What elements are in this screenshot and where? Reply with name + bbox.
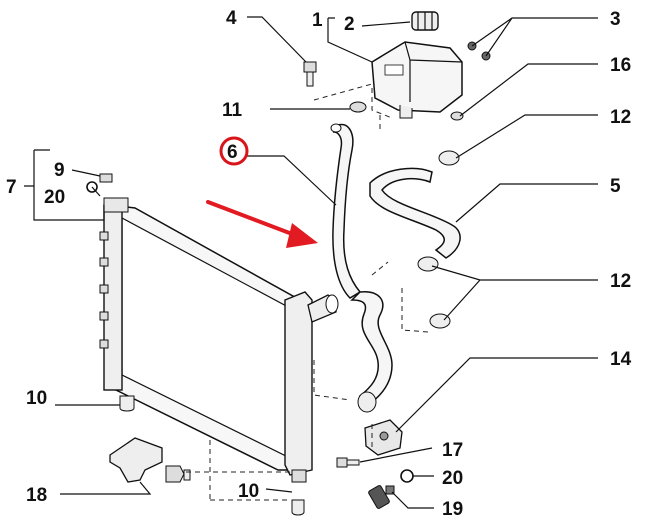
bracket-14 <box>364 419 403 456</box>
clip-11 <box>349 101 367 113</box>
mount-10-bottom <box>291 499 305 516</box>
washer-20-lower <box>400 469 414 483</box>
label-6: 6 <box>227 142 238 163</box>
mount-10-left <box>119 395 135 412</box>
label-19: 19 <box>442 499 463 520</box>
plug-19 <box>368 485 395 509</box>
radiator <box>99 197 339 483</box>
highlight-ring <box>219 136 249 166</box>
label-7: 7 <box>6 177 17 198</box>
label-11: 11 <box>222 100 243 121</box>
label-10-bottom: 10 <box>238 481 259 502</box>
label-16: 16 <box>610 55 631 76</box>
nuts-3 <box>467 41 491 61</box>
red-pointer-arrow-icon <box>206 200 318 248</box>
tank-cap <box>411 11 439 31</box>
label-9: 9 <box>54 160 65 181</box>
label-2: 2 <box>344 14 355 35</box>
clamp-12-lower <box>429 313 451 329</box>
label-3: 3 <box>610 9 621 30</box>
label-14: 14 <box>610 349 632 370</box>
label-12-upper: 12 <box>610 107 631 128</box>
label-10-left: 10 <box>26 388 47 409</box>
clip-16 <box>450 111 464 121</box>
label-20-upper: 20 <box>44 187 65 208</box>
callout-labels: 1 2 3 4 5 6 7 9 20 10 10 11 12 12 14 16 … <box>6 8 632 520</box>
expansion-tank <box>371 41 463 119</box>
label-5: 5 <box>610 176 621 197</box>
label-20-lower: 20 <box>442 468 463 489</box>
label-18: 18 <box>26 485 47 506</box>
label-17: 17 <box>442 440 463 461</box>
bleed-screw-9 <box>99 173 113 183</box>
label-1: 1 <box>312 10 323 31</box>
dashed-guides <box>186 83 429 501</box>
clamp-12-upper <box>438 150 460 166</box>
leader-lines <box>24 16 598 509</box>
label-12-lower: 12 <box>610 271 631 292</box>
bracket-18 <box>109 437 191 483</box>
hose-6 <box>330 123 362 299</box>
lower-hose <box>350 291 393 413</box>
clamp-12-mid <box>417 256 439 272</box>
label-4: 4 <box>226 8 237 29</box>
bolt-4 <box>303 61 317 87</box>
hose-5 <box>369 167 461 259</box>
bolt-17 <box>336 457 360 468</box>
